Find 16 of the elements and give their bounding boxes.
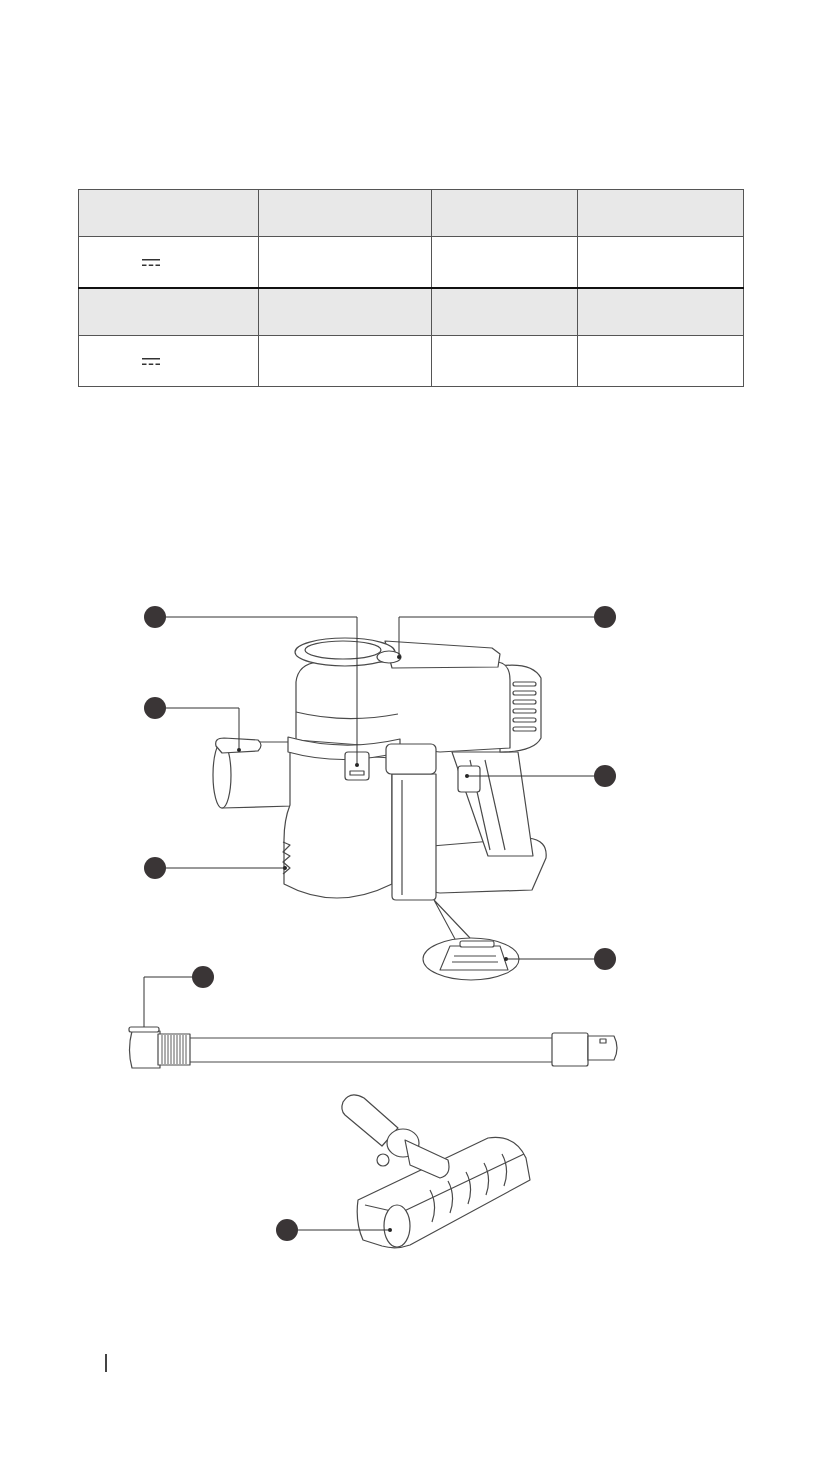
callout-marker xyxy=(594,948,616,970)
leader-line xyxy=(297,1229,391,1231)
leader-line xyxy=(165,616,358,766)
callout-marker xyxy=(144,697,166,719)
leader-line xyxy=(143,976,193,1028)
callout-marker xyxy=(144,606,166,628)
callout-marker xyxy=(594,765,616,787)
leader-line xyxy=(505,958,595,960)
leader-line xyxy=(165,707,240,751)
callout-marker xyxy=(276,1219,298,1241)
leader-line xyxy=(466,775,595,777)
callout-marker xyxy=(192,966,214,988)
callout-marker xyxy=(594,606,616,628)
leader-line xyxy=(398,616,595,658)
callout-marker xyxy=(144,857,166,879)
leader-line xyxy=(165,867,286,869)
